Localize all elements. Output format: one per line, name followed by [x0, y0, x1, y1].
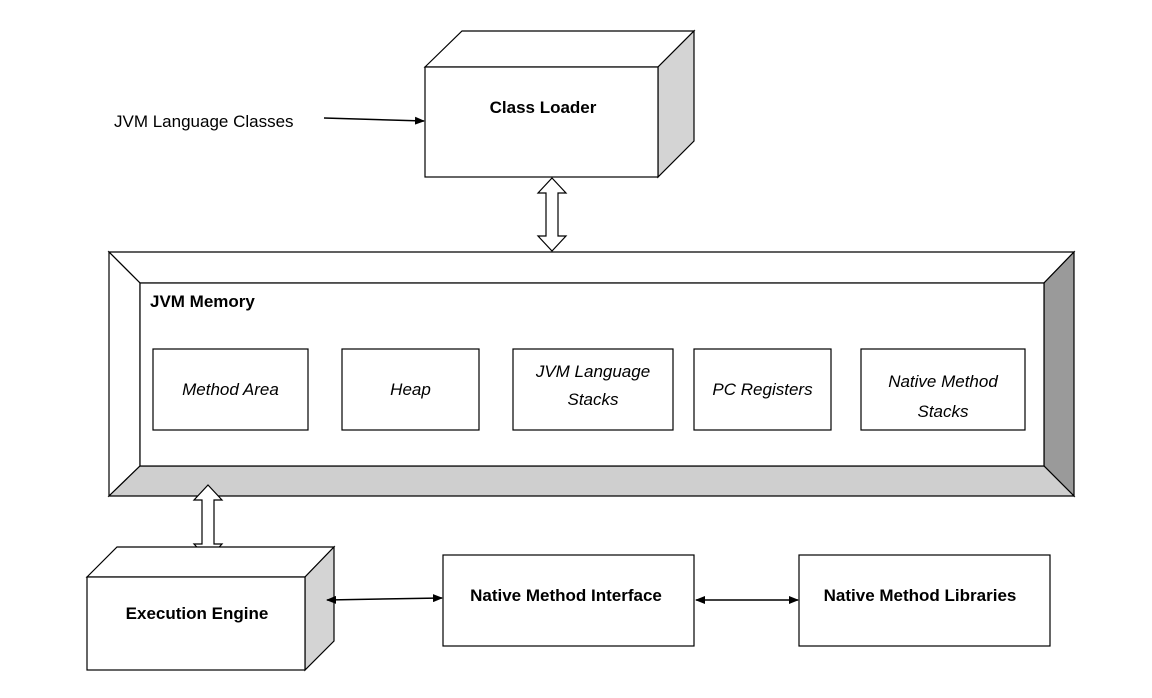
execution-engine-label: Execution Engine [126, 604, 269, 623]
memory-area-native-method-stacks: Native Method Stacks [860, 348, 1026, 431]
execution-engine-face [86, 576, 306, 671]
engine-interface-arrow [326, 594, 443, 604]
memory-area-pc-registers: PC Registers [693, 348, 832, 431]
class-loader-memory-double-arrow [536, 177, 568, 252]
native-method-libraries-face [798, 554, 1051, 647]
execution-engine-box: Execution Engine [85, 545, 336, 672]
memory-area-box [512, 348, 674, 431]
native-method-libraries-label: Native Method Libraries [824, 586, 1017, 605]
input-label: JVM Language Classes [114, 112, 294, 131]
jvm-memory-bevel-right [1043, 250, 1075, 498]
execution-engine-top [85, 546, 336, 578]
memory-area-box [341, 348, 480, 431]
memory-area-heap: Heap [341, 348, 480, 431]
class-loader-face [424, 66, 659, 178]
class-loader-top [423, 30, 696, 68]
jvm-memory-bevel-left [108, 250, 141, 498]
memory-area-box [860, 348, 1026, 431]
native-method-libraries-box: Native Method Libraries [798, 554, 1051, 647]
jvm-memory-bevel-bottom [107, 465, 1076, 497]
memory-area-label: Heap [390, 380, 431, 399]
memory-area-label-line-2: Stacks [917, 402, 969, 421]
memory-area-method-area: Method Area [152, 348, 309, 431]
native-method-interface-face [442, 554, 695, 647]
input-arrow [323, 116, 425, 125]
native-method-interface-box: Native Method Interface [442, 554, 695, 647]
class-loader-label: Class Loader [490, 98, 597, 117]
memory-area-label: PC Registers [712, 380, 813, 399]
memory-area-box [152, 348, 309, 431]
memory-area-box [693, 348, 832, 431]
memory-area-jvm-language-stacks: JVM Language Stacks [512, 348, 674, 431]
memory-area-label-line-1: JVM Language [535, 362, 650, 381]
native-method-interface-label: Native Method Interface [470, 586, 662, 605]
jvm-memory-bevel-top [107, 251, 1076, 284]
memory-area-label-line-1: Native Method [888, 372, 998, 391]
jvm-memory-label: JVM Memory [150, 292, 255, 311]
memory-area-label: Method Area [182, 380, 279, 399]
memory-area-label-line-2: Stacks [567, 390, 619, 409]
class-loader-box: Class Loader [423, 29, 696, 179]
